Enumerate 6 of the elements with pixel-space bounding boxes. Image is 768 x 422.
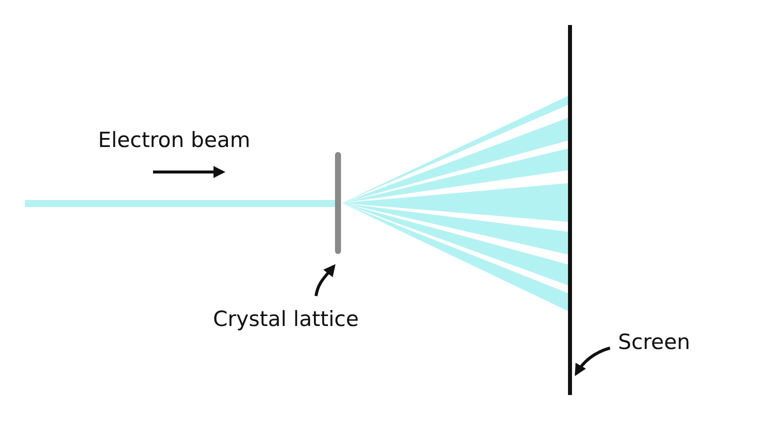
leader-arrow <box>314 264 336 296</box>
leader-arrow <box>574 346 610 376</box>
lattice-plate <box>335 152 341 254</box>
beam-label: Electron beam <box>98 129 250 152</box>
callout-label: Screen <box>618 331 690 354</box>
callout-label: Crystal lattice <box>213 308 359 332</box>
